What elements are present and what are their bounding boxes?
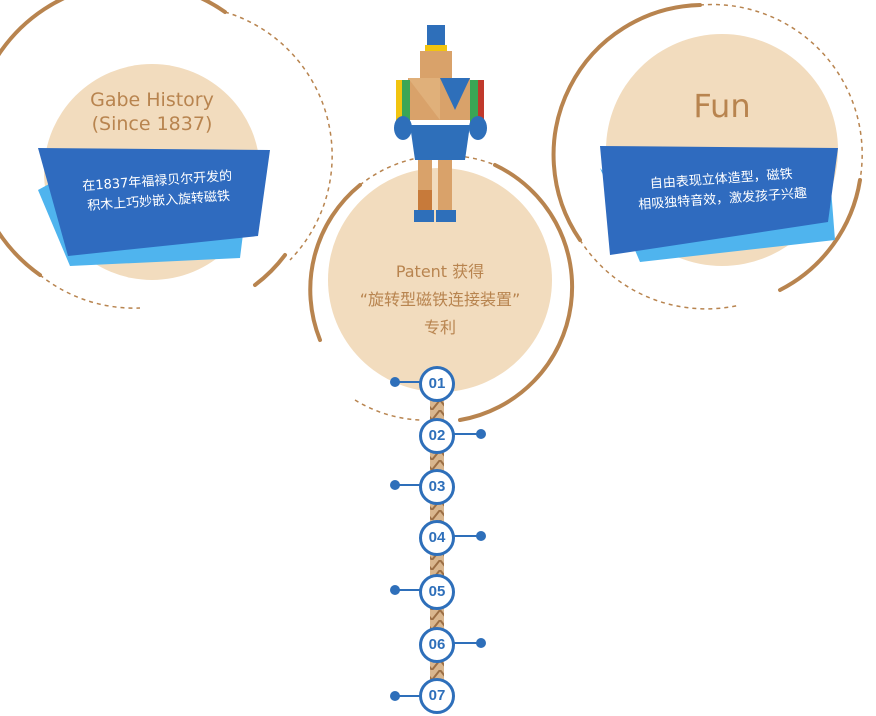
center-arc-dashed-bottom <box>354 399 421 421</box>
right-circle-title: Fun <box>693 87 751 125</box>
connector-01 <box>396 381 422 383</box>
right-banner <box>600 146 838 255</box>
timeline-node-07[interactable]: 07 <box>419 678 455 714</box>
connector-05 <box>396 589 422 591</box>
center-arc-dashed-top <box>359 154 496 186</box>
connector-04 <box>454 535 480 537</box>
center-arc-solid-left <box>308 183 362 342</box>
center-title-line1: Patent 获得 <box>395 262 485 281</box>
center-circle-title: Patent 获得 “旋转型磁铁连接装置” 专利 <box>340 258 540 342</box>
left-arc-solid <box>0 0 227 277</box>
left-circle-title: Gabe History (Since 1837) <box>72 88 232 136</box>
timeline-node-05[interactable]: 05 <box>419 574 455 610</box>
timeline-node-06[interactable]: 06 <box>419 627 455 663</box>
left-banner <box>38 148 270 256</box>
connector-06 <box>454 642 480 644</box>
timeline-node-04[interactable]: 04 <box>419 520 455 556</box>
center-title-line3: 专利 <box>423 318 456 337</box>
left-title-line2: (Since 1837) <box>91 113 213 135</box>
center-title-line2: “旋转型磁铁连接装置” <box>359 290 521 309</box>
left-arc-dashed-2 <box>39 274 141 309</box>
left-arc-solid-2 <box>253 253 287 287</box>
dot-03 <box>390 480 400 490</box>
timeline-node-01[interactable]: 01 <box>419 366 455 402</box>
right-arc-solid-2 <box>778 178 862 292</box>
dot-04 <box>476 531 486 541</box>
timeline-node-03[interactable]: 03 <box>419 469 455 505</box>
center-arc-solid-right <box>458 163 575 422</box>
right-arc-solid <box>551 3 702 242</box>
right-arc-dashed <box>699 3 863 181</box>
dot-02 <box>476 429 486 439</box>
left-title-line1: Gabe History <box>90 89 214 111</box>
dot-07 <box>390 691 400 701</box>
timeline-node-02[interactable]: 02 <box>419 418 455 454</box>
center-circle <box>328 168 552 392</box>
right-arc-dashed-2 <box>579 239 741 310</box>
dot-06 <box>476 638 486 648</box>
connector-07 <box>396 695 422 697</box>
dot-05 <box>390 585 400 595</box>
left-arc-dashed <box>224 11 333 261</box>
robot-toy-image <box>394 25 487 222</box>
connector-02 <box>454 433 480 435</box>
dot-01 <box>390 377 400 387</box>
connector-03 <box>396 484 422 486</box>
